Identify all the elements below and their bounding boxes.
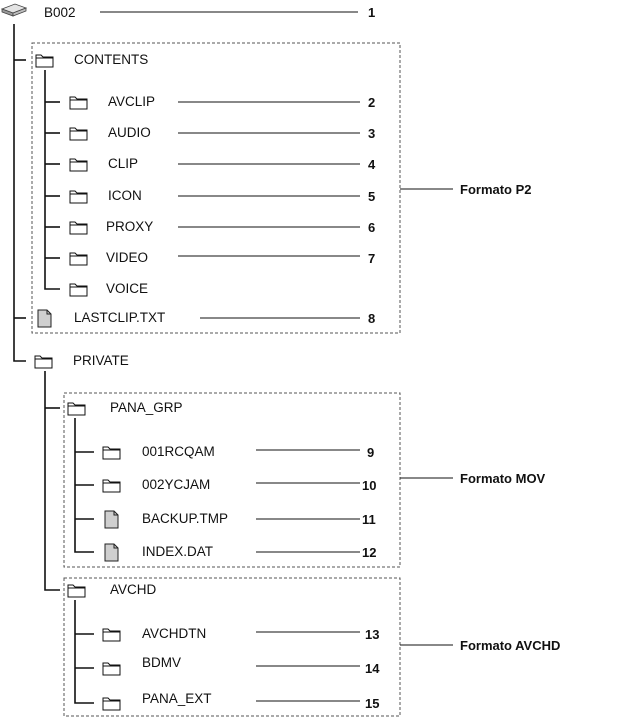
- node-backup-tmp: BACKUP.TMP 11: [104, 510, 376, 529]
- folder-icon: [69, 127, 88, 141]
- node-label: PANA_GRP: [110, 400, 183, 415]
- ref-number: 10: [362, 478, 376, 493]
- drive-icon: [0, 3, 28, 17]
- node-label: AVCHDTN: [142, 626, 206, 641]
- node-private: PRIVATE: [34, 353, 129, 369]
- avchd-group-box: [63, 577, 401, 717]
- node-label: 001RCQAM: [142, 444, 215, 459]
- node-pana-grp: PANA_GRP: [67, 400, 183, 416]
- folder-icon: [69, 252, 88, 266]
- node-label: LASTCLIP.TXT: [74, 310, 165, 325]
- folder-icon: [69, 158, 88, 172]
- ref-number: 11: [362, 512, 376, 527]
- mov-group-box: [63, 392, 401, 568]
- node-audio: AUDIO 3: [69, 125, 375, 141]
- node-voice: VOICE: [69, 281, 148, 297]
- node-avclip: AVCLIP 2: [69, 94, 375, 110]
- ref-number: 2: [368, 95, 375, 110]
- ref-number: 14: [365, 661, 380, 676]
- node-proxy: PROXY 6: [69, 219, 375, 235]
- tree-connectors: [13, 24, 94, 704]
- node-label: BACKUP.TMP: [142, 511, 228, 526]
- folder-icon: [102, 628, 121, 642]
- node-index-dat: INDEX.DAT 12: [104, 543, 376, 562]
- node-label: INDEX.DAT: [142, 544, 213, 559]
- ref-number: 4: [368, 157, 376, 172]
- node-contents: CONTENTS: [35, 52, 148, 68]
- node-avchdtn: AVCHDTN 13: [102, 626, 379, 642]
- node-pana-ext: PANA_EXT 15: [102, 691, 379, 711]
- node-label: CLIP: [108, 156, 138, 171]
- folder-icon: [35, 54, 54, 68]
- root-label: B002: [44, 5, 76, 20]
- node-bdmv: BDMV 14: [102, 655, 380, 676]
- node-label: AVCLIP: [108, 94, 155, 109]
- node-label: VIDEO: [106, 250, 148, 265]
- file-icon: [104, 510, 119, 529]
- ref-number: 15: [365, 696, 379, 711]
- folder-icon: [102, 697, 121, 711]
- node-label: AVCHD: [110, 582, 157, 597]
- node-label: ICON: [108, 188, 142, 203]
- node-clip: CLIP 4: [69, 156, 376, 172]
- ref-number: 3: [368, 126, 375, 141]
- node-label: BDMV: [142, 655, 181, 670]
- node-label: PROXY: [106, 219, 153, 234]
- folder-icon: [69, 221, 88, 235]
- folder-icon: [69, 96, 88, 110]
- node-label: PANA_EXT: [142, 691, 212, 706]
- folder-icon: [102, 446, 121, 460]
- folder-icon: [67, 402, 86, 416]
- folder-icon: [67, 584, 86, 598]
- folder-icon: [69, 190, 88, 204]
- node-video: VIDEO 7: [69, 250, 375, 266]
- ref-number: 1: [368, 5, 375, 20]
- root-drive: B002 1: [0, 3, 375, 20]
- node-label: CONTENTS: [74, 52, 148, 67]
- file-icon: [104, 543, 119, 562]
- folder-icon: [102, 479, 121, 493]
- node-icon: ICON 5: [69, 188, 375, 204]
- format-label-p2: Formato P2: [460, 182, 532, 197]
- format-label-avchd: Formato AVCHD: [460, 638, 560, 653]
- folder-icon: [102, 662, 121, 676]
- ref-number: 13: [365, 627, 379, 642]
- folder-icon: [69, 283, 88, 297]
- node-avchd: AVCHD: [67, 582, 157, 598]
- ref-number: 8: [368, 311, 375, 326]
- p2-group-box: [31, 42, 401, 334]
- node-001rcqam: 001RCQAM 9: [102, 444, 374, 460]
- node-label: AUDIO: [108, 125, 151, 140]
- ref-number: 7: [368, 251, 375, 266]
- ref-number: 6: [368, 220, 375, 235]
- node-002ycjam: 002YCJAM 10: [102, 477, 376, 493]
- folder-icon: [34, 355, 53, 369]
- node-label: PRIVATE: [73, 353, 129, 368]
- node-label: VOICE: [106, 281, 148, 296]
- node-label: 002YCJAM: [142, 477, 210, 492]
- file-icon: [37, 309, 52, 328]
- ref-number: 9: [367, 445, 374, 460]
- format-label-mov: Formato MOV: [460, 471, 546, 486]
- ref-number: 5: [368, 189, 375, 204]
- node-lastclip-txt: LASTCLIP.TXT 8: [37, 309, 375, 328]
- ref-number: 12: [362, 545, 376, 560]
